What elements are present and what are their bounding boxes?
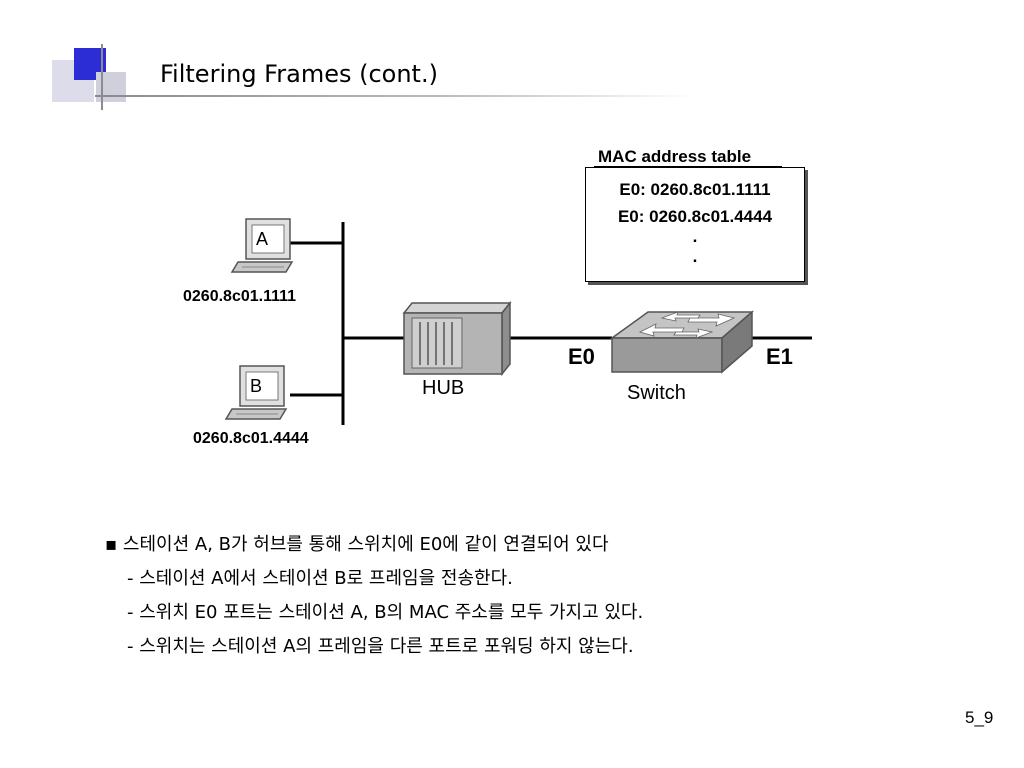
hub-icon [402, 300, 512, 377]
port-e1-label: E1 [766, 344, 793, 369]
bullet-sub: - 스위치 E0 포트는 스테이션 A, B의 MAC 주소를 모두 가지고 있… [127, 602, 644, 623]
mac-table-row: E0: 0260.8c01.1111 [619, 180, 771, 199]
hub-label: HUB [422, 377, 465, 399]
mac-table-row: E0: 0260.8c01.4444 [617, 207, 773, 226]
host-b-label: B [250, 376, 263, 396]
title-decoration [52, 44, 126, 110]
slide-title: Filtering Frames (cont.) [160, 60, 438, 88]
port-e0-label: E0 [568, 344, 595, 369]
mac-table-row: . [692, 227, 698, 246]
mac-address-table: E0: 0260.8c01.1111 E0: 0260.8c01.4444 . … [585, 167, 805, 282]
computer-b-icon [224, 365, 288, 420]
title-rule [95, 95, 695, 97]
bullet-list: ▪ 스테이션 A, B가 허브를 통해 스위치에 E0에 같이 연결되어 있다 … [105, 528, 643, 664]
bullet-main: ▪ 스테이션 A, B가 허브를 통해 스위치에 E0에 같이 연결되어 있다 [105, 534, 609, 555]
host-a-label: A [256, 229, 269, 249]
computer-a-icon [230, 218, 294, 273]
bullet-sub: - 스테이션 A에서 스테이션 B로 프레임을 전송한다. [127, 568, 513, 589]
mac-table-heading: MAC address table [598, 147, 752, 166]
host-b-address: 0260.8c01.4444 [193, 430, 309, 447]
page-number: 5_9 [965, 708, 994, 727]
network-diagram [224, 218, 812, 425]
mac-table-heading-underline [594, 166, 782, 167]
mac-table-row: . [692, 247, 698, 266]
host-a-address: 0260.8c01.1111 [183, 288, 297, 305]
switch-icon [609, 310, 755, 374]
bullet-sub: - 스위치는 스테이션 A의 프레임을 다른 포트로 포워딩 하지 않는다. [127, 636, 634, 657]
switch-label: Switch [627, 382, 686, 404]
